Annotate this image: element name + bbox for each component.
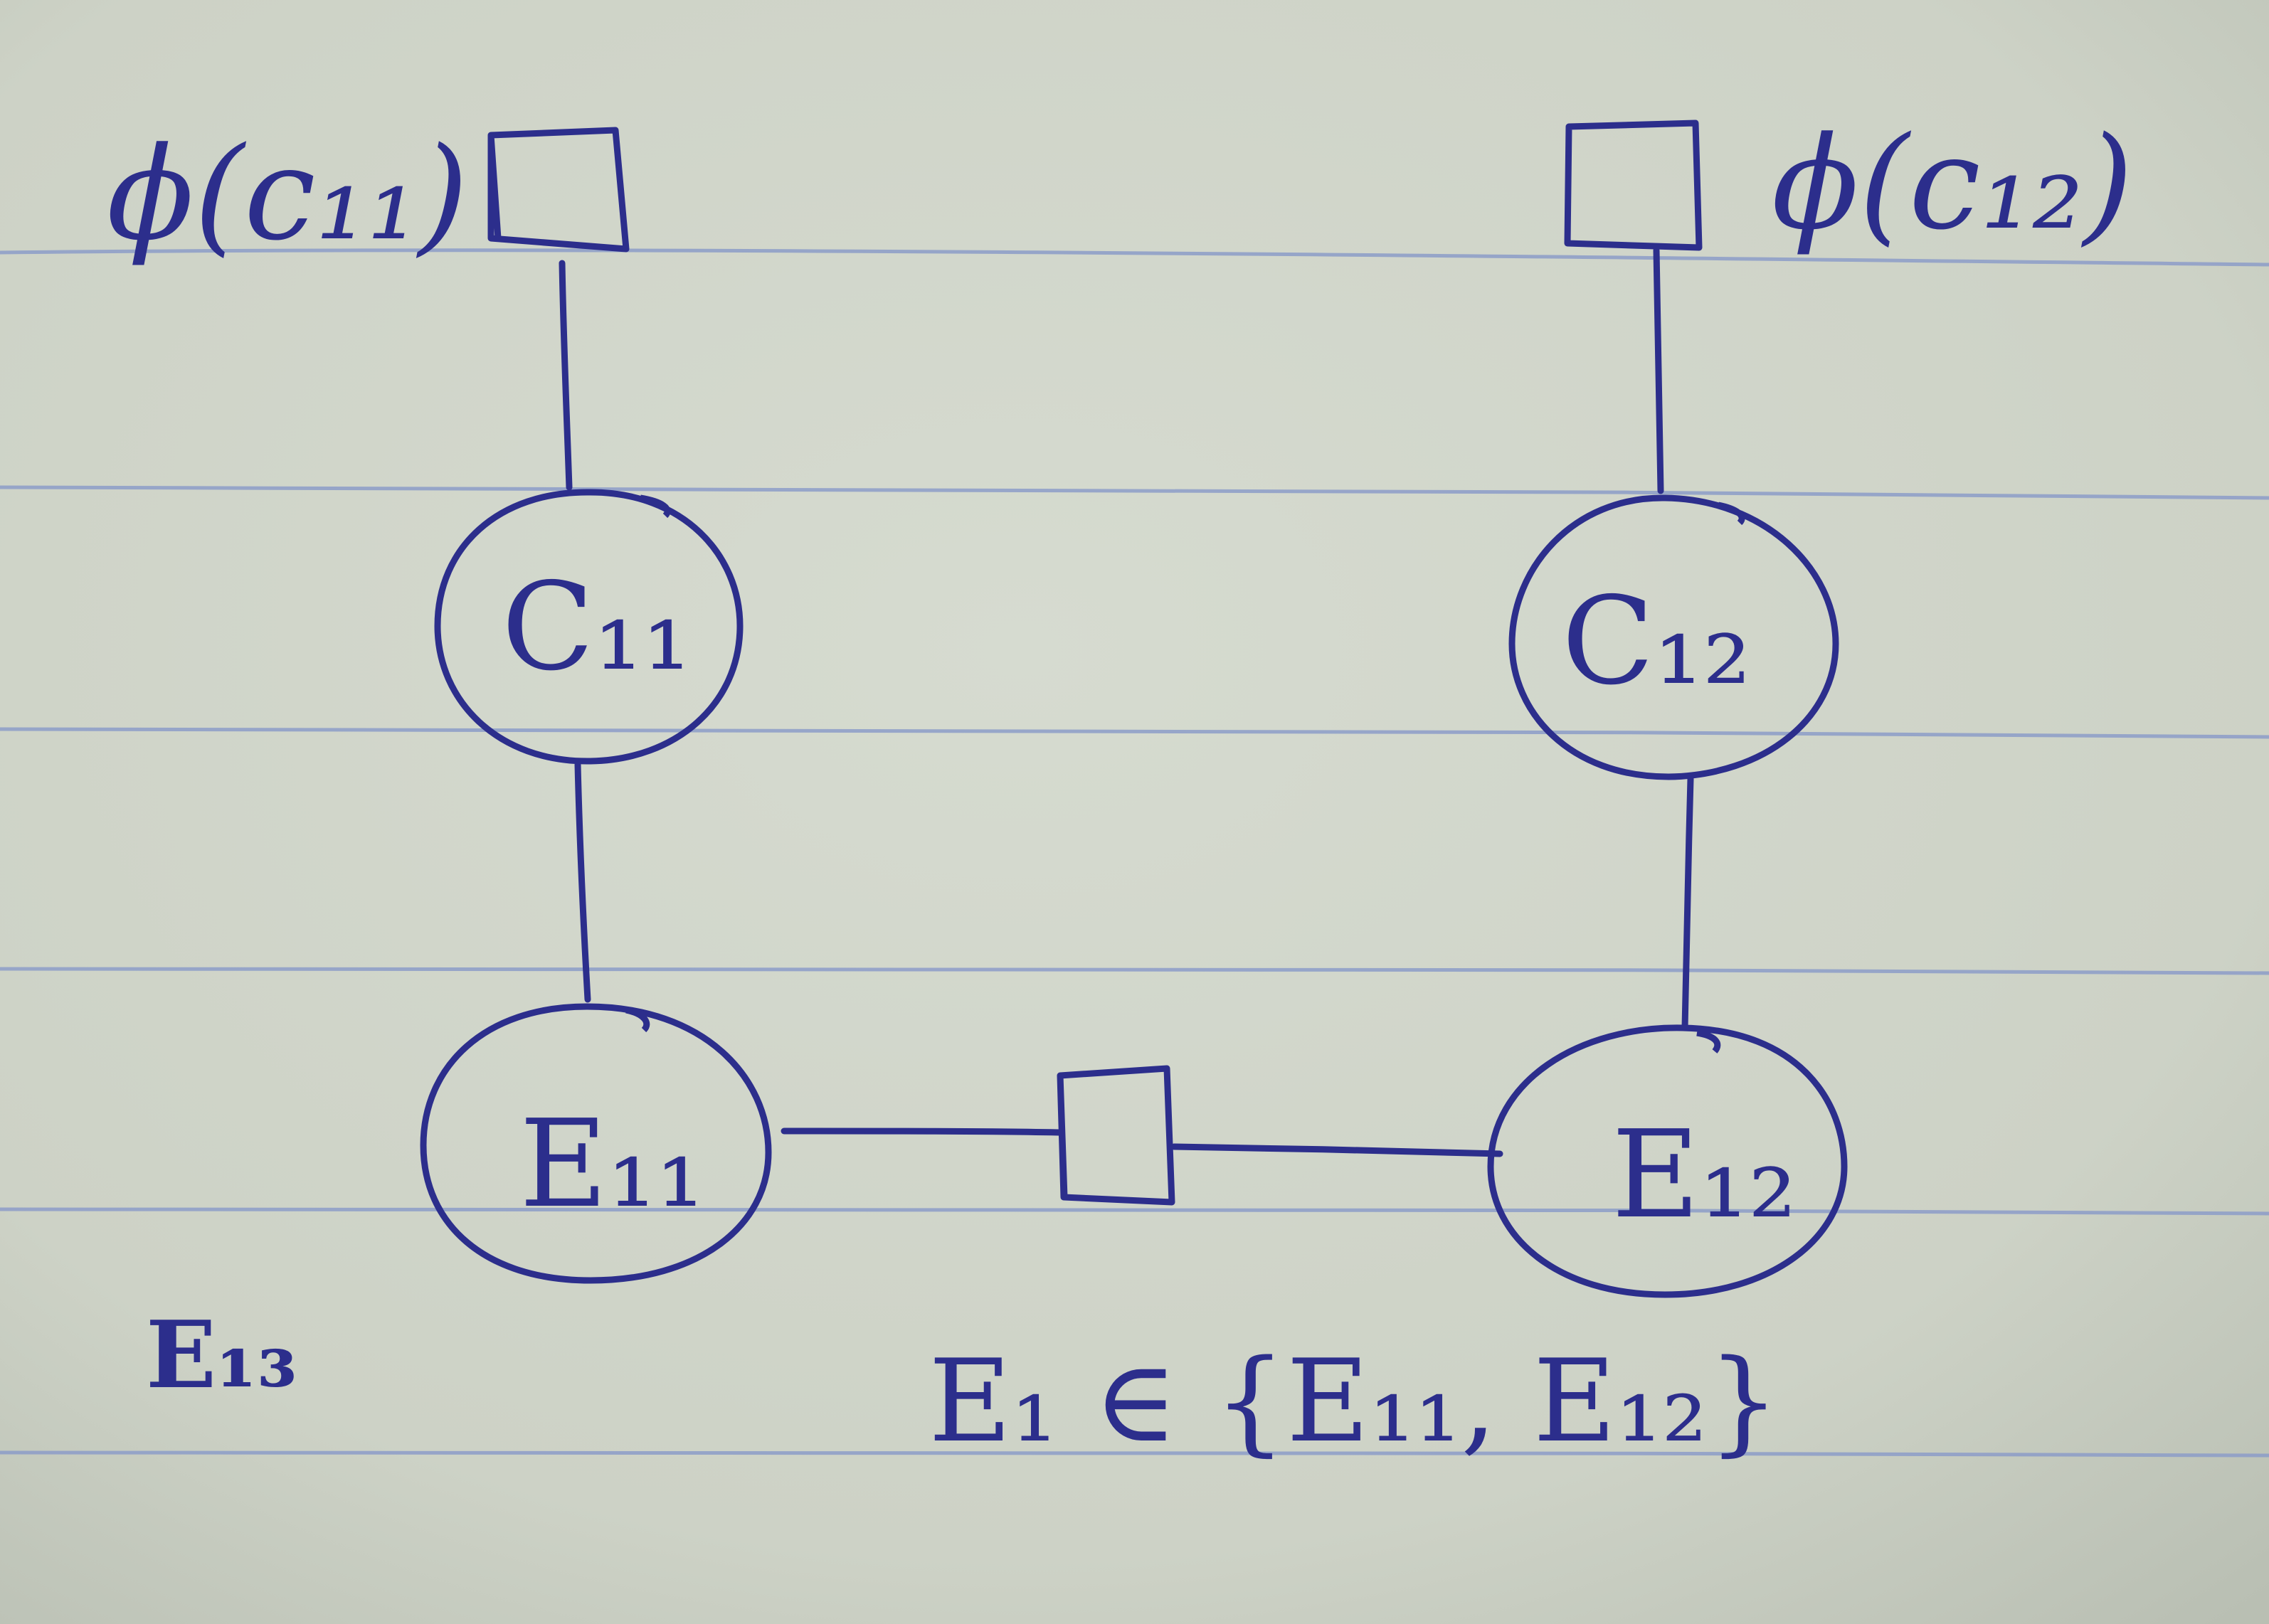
node-e11-label: E₁₁ — [519, 1094, 704, 1235]
phi-c12-label: ϕ(c₁₂) — [1772, 110, 2133, 258]
phi-c11-label: ϕ(c₁₁) — [107, 120, 468, 269]
edge-c11-to-e11 — [574, 761, 591, 1003]
node-c12-circle — [1508, 494, 1839, 780]
rule-line — [0, 248, 2269, 267]
rule-line — [0, 1206, 2269, 1216]
edge-phi-c12-to-c12 — [1653, 247, 1664, 494]
edge-e11-to-factor — [781, 1127, 1062, 1136]
node-e12-circle — [1487, 1024, 1848, 1298]
node-c11-circle — [434, 489, 744, 765]
factors — [487, 120, 1703, 1206]
edges — [559, 247, 1694, 1157]
factor-phi-c12-box — [1564, 120, 1703, 251]
rule-line — [0, 965, 2269, 975]
edge-factor-to-e12 — [1170, 1143, 1503, 1157]
factor-e-pair-box — [1057, 1065, 1175, 1206]
node-c11-label: C₁₁ — [502, 557, 691, 698]
factor-phi-c11-box — [487, 127, 630, 253]
membership-annotation: E₁ ∈ {E₁₁, E₁₂} — [929, 1334, 1780, 1468]
node-e12-label: E₁₂ — [1612, 1105, 1797, 1246]
scribble-annotation: E₁₃ — [146, 1300, 297, 1409]
rule-line — [0, 1450, 2269, 1458]
edge-phi-c11-to-c11 — [559, 260, 573, 491]
node-e11-circle — [420, 1003, 772, 1284]
node-c12-label: C₁₂ — [1562, 571, 1751, 712]
edge-c12-to-e12 — [1681, 775, 1694, 1031]
nodes — [420, 489, 1848, 1298]
